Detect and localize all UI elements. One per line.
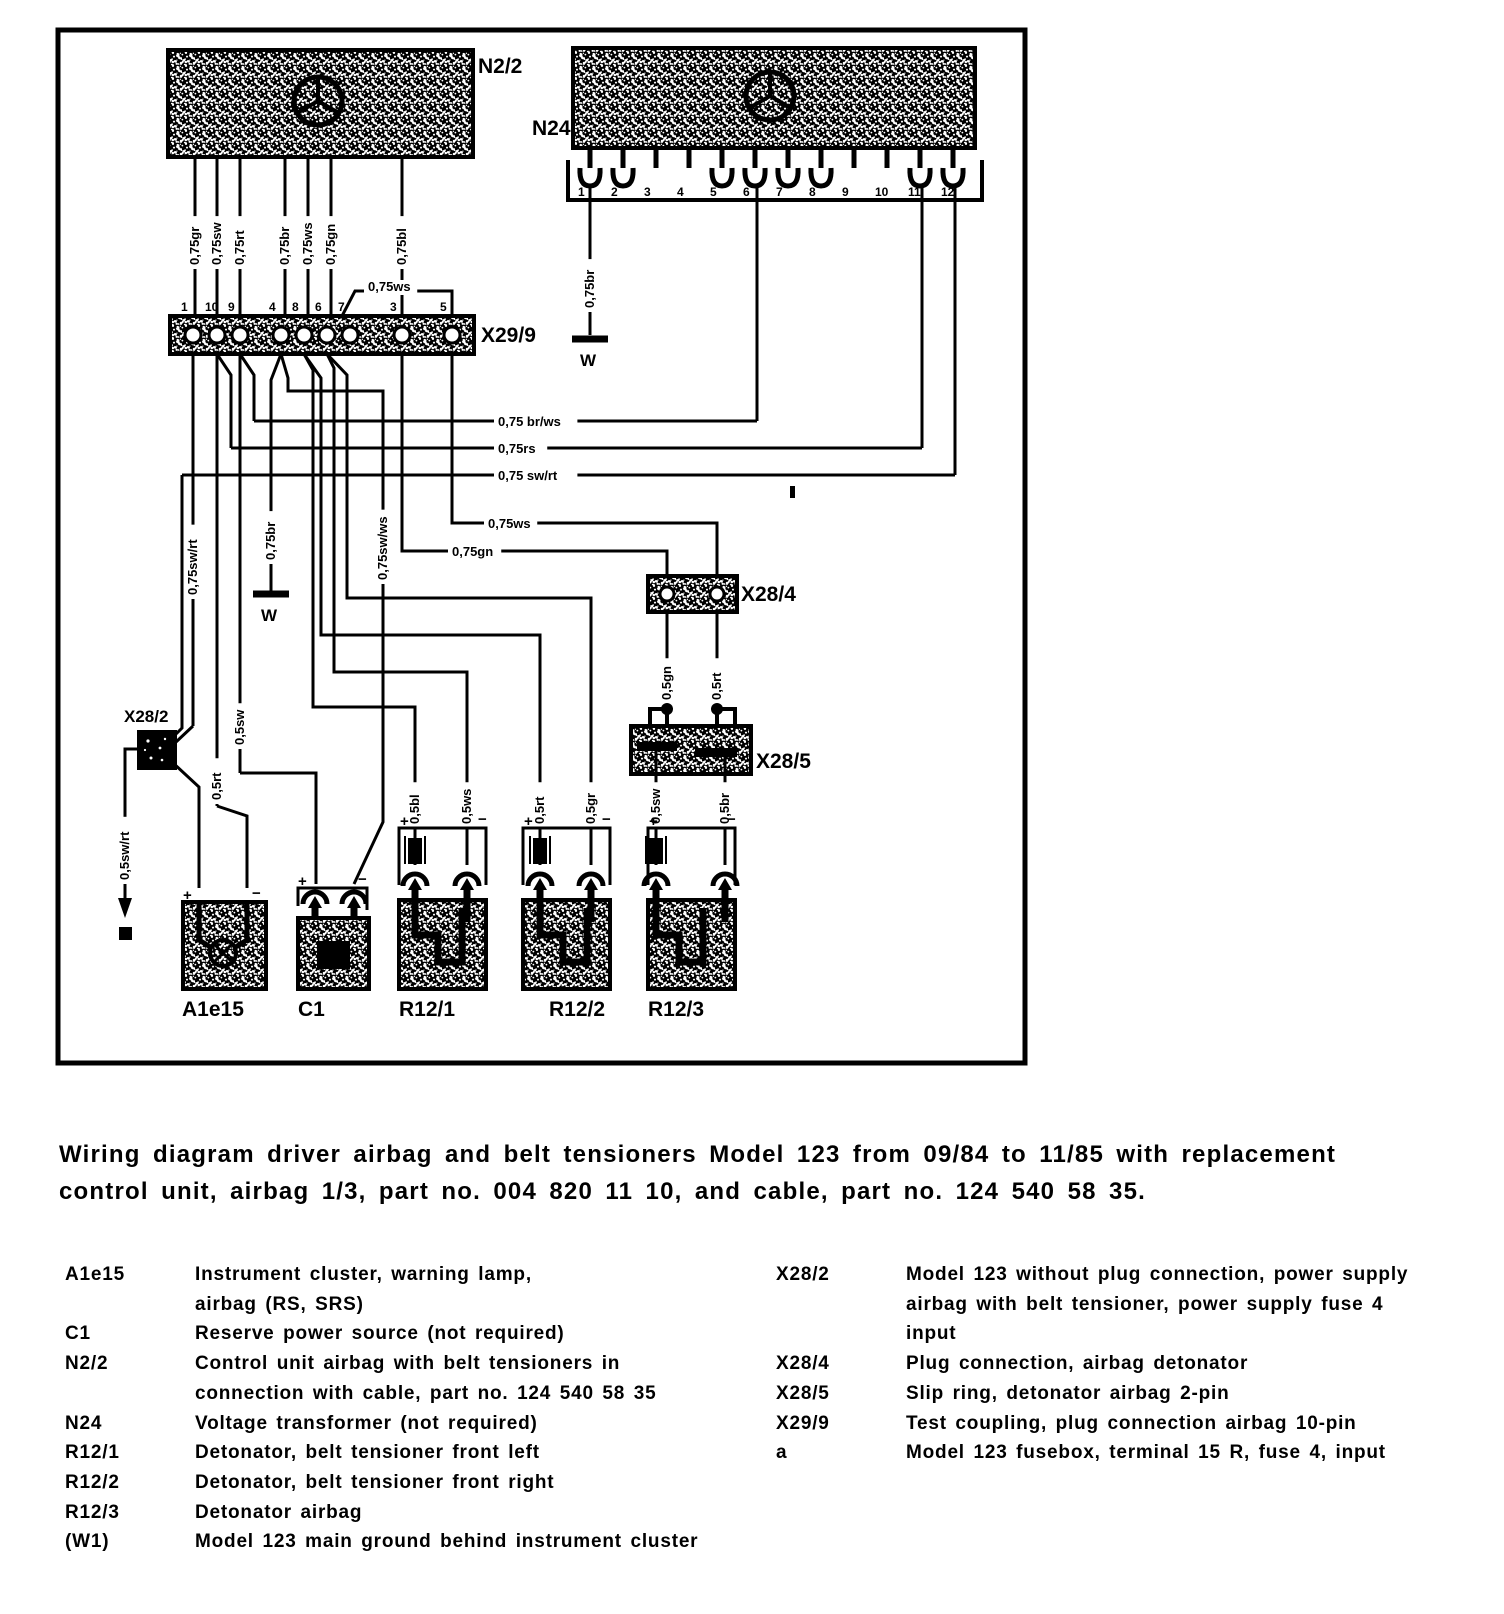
svg-text:0,75rs: 0,75rs (498, 441, 536, 456)
svg-text:−: − (358, 871, 367, 888)
svg-text:R12/3: R12/3 (648, 998, 704, 1021)
svg-text:4: 4 (677, 185, 684, 199)
svg-text:6: 6 (743, 185, 750, 199)
svg-text:0,75sw: 0,75sw (209, 221, 224, 265)
svg-text:0,75gn: 0,75gn (452, 544, 493, 559)
svg-text:12: 12 (941, 185, 955, 199)
svg-text:X29/9: X29/9 (481, 324, 536, 347)
svg-text:−: − (252, 885, 261, 902)
svg-text:X28/5: X28/5 (756, 750, 811, 773)
svg-text:X28/4: X28/4 (741, 583, 796, 606)
svg-text:+: + (649, 813, 658, 830)
svg-text:A1e15: A1e15 (182, 998, 244, 1021)
svg-text:4: 4 (269, 300, 276, 314)
svg-text:3: 3 (644, 185, 651, 199)
svg-text:5: 5 (710, 185, 717, 199)
svg-text:W: W (580, 351, 597, 370)
svg-text:+: + (524, 813, 533, 830)
svg-text:−: − (602, 811, 611, 828)
svg-text:0,75sw/ws: 0,75sw/ws (375, 516, 390, 580)
svg-text:0,5sw: 0,5sw (232, 709, 247, 745)
svg-text:0,5ws: 0,5ws (459, 789, 474, 824)
svg-text:0,5rt: 0,5rt (209, 772, 224, 800)
svg-text:11: 11 (908, 185, 921, 199)
svg-text:W: W (261, 606, 278, 625)
svg-text:2: 2 (611, 185, 618, 199)
svg-text:9: 9 (842, 185, 849, 199)
svg-text:8: 8 (292, 300, 299, 314)
svg-text:0,75br: 0,75br (277, 227, 292, 265)
svg-text:5: 5 (440, 300, 447, 314)
svg-text:N2/2: N2/2 (478, 55, 522, 78)
svg-text:0,75bl: 0,75bl (394, 228, 409, 265)
svg-text:−: − (478, 811, 487, 828)
svg-text:0,75ws: 0,75ws (300, 222, 315, 265)
svg-text:0,5rt: 0,5rt (709, 672, 724, 700)
svg-text:0,5gr: 0,5gr (583, 793, 598, 824)
svg-text:X28/2: X28/2 (124, 707, 168, 726)
svg-text:0,75gr: 0,75gr (187, 227, 202, 265)
svg-text:0,75br: 0,75br (582, 270, 597, 308)
svg-text:0,5rt: 0,5rt (532, 796, 547, 824)
svg-text:0,75 sw/rt: 0,75 sw/rt (498, 468, 558, 483)
svg-text:R12/1: R12/1 (399, 998, 455, 1021)
svg-text:0,75 br/ws: 0,75 br/ws (498, 414, 561, 429)
svg-text:C1: C1 (298, 998, 325, 1021)
svg-text:0,75ws: 0,75ws (368, 279, 411, 294)
svg-text:R12/2: R12/2 (549, 998, 605, 1021)
svg-text:0,75ws: 0,75ws (488, 516, 531, 531)
svg-text:+: + (298, 873, 307, 890)
svg-text:0,5br: 0,5br (717, 793, 732, 824)
svg-text:0,5sw/rt: 0,5sw/rt (117, 831, 132, 880)
svg-text:0,5bl: 0,5bl (407, 794, 422, 824)
svg-text:8: 8 (809, 185, 816, 199)
svg-text:N24: N24 (532, 117, 571, 140)
svg-text:+: + (183, 887, 192, 904)
svg-text:10: 10 (205, 300, 219, 314)
svg-text:0,5sw: 0,5sw (648, 788, 663, 824)
svg-text:0,75gn: 0,75gn (323, 224, 338, 265)
svg-text:1: 1 (181, 300, 188, 314)
svg-text:0,5gn: 0,5gn (659, 666, 674, 700)
svg-text:0,75rt: 0,75rt (232, 230, 247, 265)
svg-text:7: 7 (776, 185, 783, 199)
svg-text:7: 7 (338, 300, 345, 314)
svg-text:9: 9 (228, 300, 235, 314)
svg-text:3: 3 (390, 300, 397, 314)
svg-text:6: 6 (315, 300, 322, 314)
svg-text:10: 10 (875, 185, 889, 199)
svg-text:−: − (727, 811, 736, 828)
svg-text:0,75sw/rt: 0,75sw/rt (185, 539, 200, 595)
svg-text:0,75br: 0,75br (263, 522, 278, 560)
svg-text:1: 1 (578, 185, 585, 199)
svg-text:+: + (400, 813, 409, 830)
